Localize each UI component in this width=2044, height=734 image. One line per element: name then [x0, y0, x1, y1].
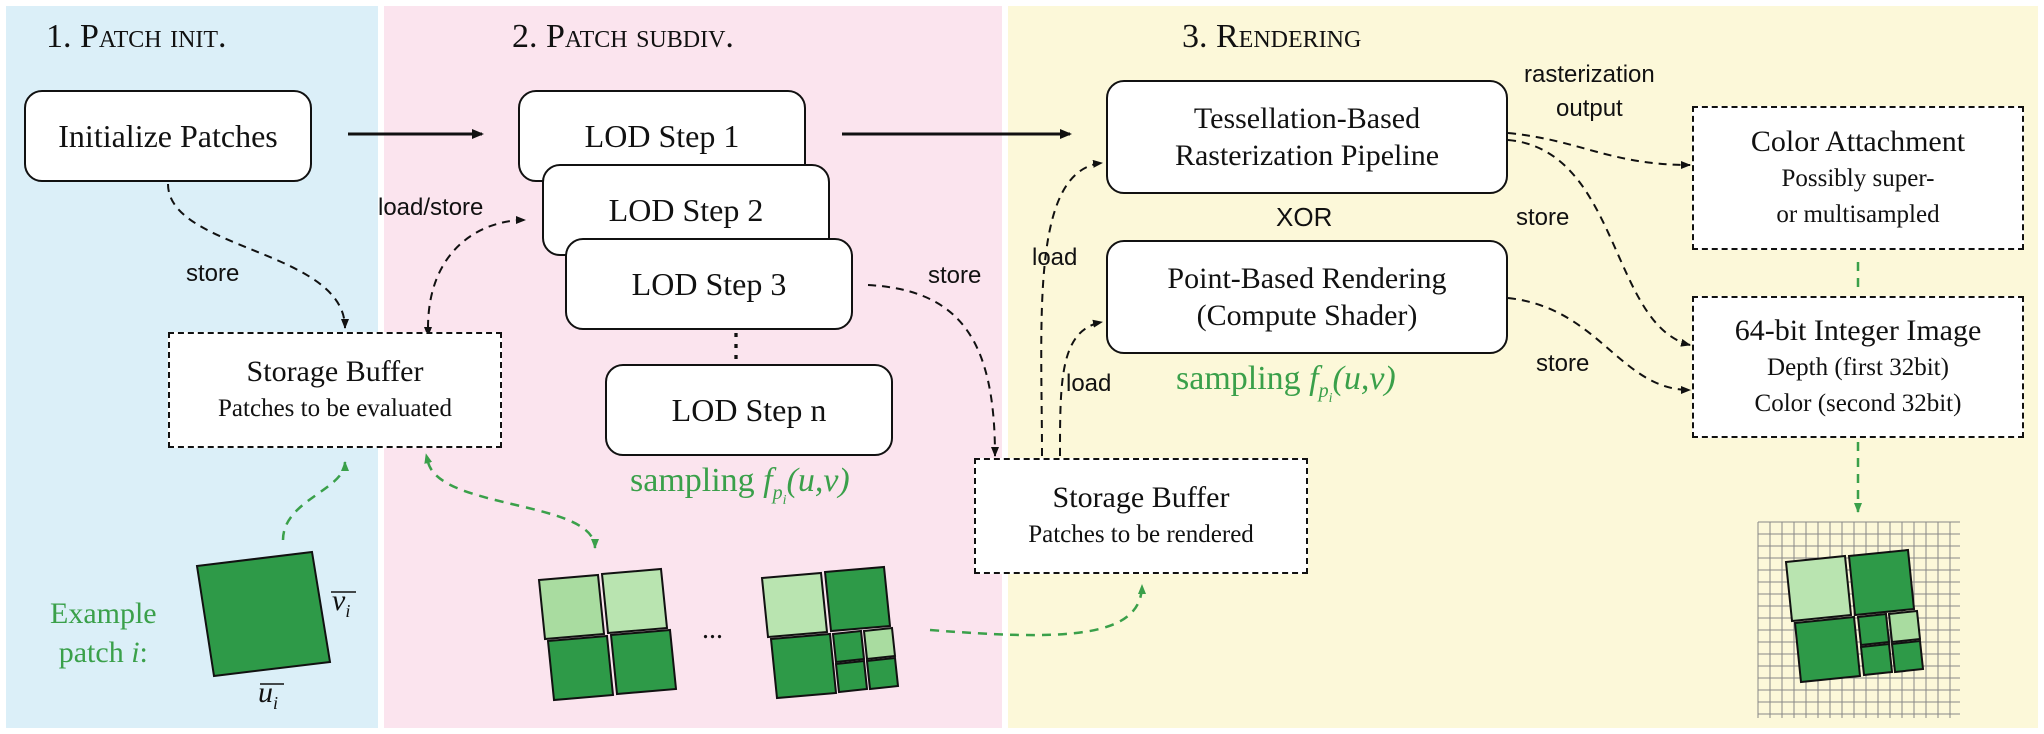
point-rendering-box: Point-Based Rendering (Compute Shader): [1106, 240, 1508, 354]
storage-buffer-subtitle: Patches to be evaluated: [218, 394, 452, 422]
color-attachment-box: Color Attachment Possibly super- or mult…: [1692, 106, 2024, 250]
sampling-i: i: [782, 492, 787, 508]
integer-image-box: 64-bit Integer Image Depth (first 32bit)…: [1692, 296, 2024, 438]
color-attachment-title: Color Attachment: [1750, 125, 1966, 158]
store-label-init: store: [186, 260, 240, 287]
lod-step-3-box: LOD Step 3: [565, 238, 853, 330]
integer-image-line2: Color (second 32bit): [1754, 389, 1962, 417]
lod-step-n-label: LOD Step n: [671, 391, 827, 428]
integer-image-line1: Depth (first 32bit): [1767, 353, 1949, 381]
storage-buffer-rendered: Storage Buffer Patches to be rendered: [974, 458, 1308, 574]
sampling-p: p: [1318, 379, 1329, 402]
arrow-storage-to-patches: [424, 453, 599, 549]
tessellation-pipeline-box: Tessellation-Based Rasterization Pipelin…: [1106, 80, 1508, 194]
rasterization-output-label: rasterization output: [1524, 58, 1655, 125]
xor-label: XOR: [1276, 202, 1333, 232]
u-symbol: u: [258, 676, 273, 709]
sampling-f: f: [1309, 360, 1319, 397]
arrow-lod3-store: [867, 284, 999, 457]
panel-title-text: Patch init.: [80, 18, 227, 55]
sampling-word: sampling: [630, 462, 755, 499]
v-axis-label: vi: [332, 584, 350, 622]
arrow-raster-output: [1507, 132, 1691, 169]
storage-buffer-title: Storage Buffer: [246, 355, 424, 389]
example-colon: :: [139, 636, 148, 669]
vertical-dots: ⋮: [720, 327, 752, 363]
u-subscript: i: [273, 693, 279, 713]
v-symbol: v: [332, 584, 346, 617]
raster-output-line1: rasterization: [1524, 61, 1655, 88]
example-patch-label: Example patch i:: [50, 594, 157, 672]
store-label-point: store: [1536, 350, 1590, 377]
load-label-point: load: [1066, 370, 1112, 397]
sampling-i: i: [1328, 390, 1333, 406]
arrow-tess-store: [1507, 139, 1691, 347]
arrow-point-store: [1507, 297, 1691, 394]
integer-image-title: 64-bit Integer Image: [1734, 314, 1982, 347]
sampling-f: f: [763, 462, 773, 499]
point-line2: (Compute Shader): [1196, 299, 1418, 332]
arrow-example-to-storage: [281, 461, 349, 541]
sampling-label-subdiv: sampling fpi(u,v): [630, 462, 850, 509]
store-label-tess: store: [1516, 204, 1570, 231]
panel-title-rendering: 3. Rendering: [1182, 18, 1361, 56]
color-attachment-line2: or multisampled: [1776, 200, 1940, 228]
lod-step-3-label: LOD Step 3: [631, 265, 787, 302]
patches-ellipsis: ...: [702, 614, 723, 645]
initialize-patches-label: Initialize Patches: [58, 117, 278, 154]
tess-line2: Rasterization Pipeline: [1174, 139, 1440, 172]
subdivided-patch-level-1: [537, 567, 678, 702]
arrow-patches-to-render-storage: [929, 584, 1146, 637]
sampling-p: p: [772, 481, 783, 504]
panel-title-text: Rendering: [1216, 18, 1362, 55]
panel-number: 2.: [512, 18, 538, 55]
storage-buffer-subtitle: Patches to be rendered: [1028, 520, 1254, 548]
arrow-load-tess: [1040, 159, 1103, 457]
panel-title-patch-init: 1. Patch init.: [46, 18, 227, 56]
point-line1: Point-Based Rendering: [1167, 261, 1447, 295]
arrow-load-store: [424, 216, 526, 337]
example-line2: patch i:: [50, 633, 157, 672]
sampling-args: (u,v): [1332, 360, 1396, 397]
output-grid-patches: [1784, 548, 1925, 684]
panel-number: 3.: [1182, 18, 1208, 55]
panel-title-patch-subdiv: 2. Patch subdiv.: [512, 18, 734, 56]
color-attachment-line1: Possibly super-: [1781, 164, 1935, 192]
tess-line1: Tessellation-Based: [1193, 101, 1421, 135]
storage-buffer-evaluated: Storage Buffer Patches to be evaluated: [168, 332, 502, 448]
load-store-label: load/store: [378, 194, 484, 221]
store-label-lod: store: [928, 262, 982, 289]
arrow-init-store: [167, 183, 349, 329]
sampling-args: (u,v): [786, 462, 850, 499]
subdivided-patch-level-2: [760, 565, 900, 700]
panel-title-text: Patch subdiv.: [546, 18, 734, 55]
initialize-patches-box: Initialize Patches: [24, 90, 312, 182]
panel-number: 1.: [46, 18, 72, 55]
sampling-label-render: sampling fpi(u,v): [1176, 360, 1396, 407]
lod-step-2-label: LOD Step 2: [608, 191, 764, 228]
load-label-tess: load: [1032, 244, 1078, 271]
lod-step-1-label: LOD Step 1: [584, 117, 740, 154]
raster-output-line2: output: [1556, 94, 1623, 122]
v-subscript: i: [345, 601, 351, 621]
storage-buffer-title: Storage Buffer: [1052, 481, 1230, 515]
sampling-word: sampling: [1176, 360, 1301, 397]
lod-step-n-box: LOD Step n: [605, 364, 893, 456]
example-patch-var: i: [131, 636, 140, 669]
example-line1: Example: [50, 597, 157, 630]
example-patch-square: [195, 550, 332, 678]
example-patch-word: patch: [58, 636, 124, 669]
u-axis-label: ui: [258, 676, 278, 714]
